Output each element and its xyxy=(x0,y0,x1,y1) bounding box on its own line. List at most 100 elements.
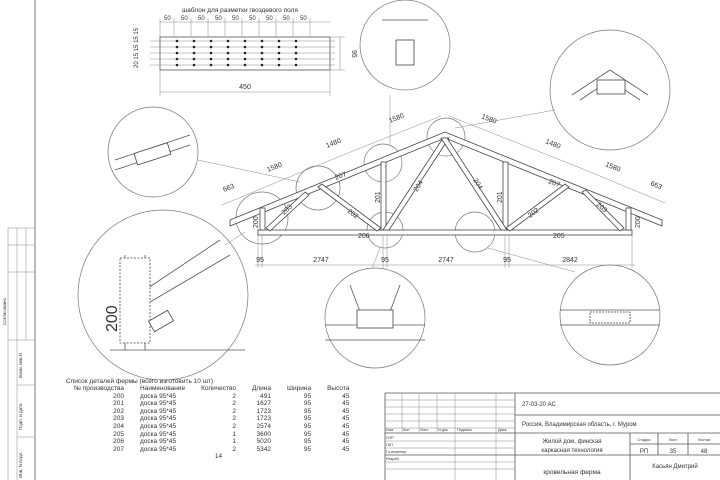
tb-project-2: каркасная технология xyxy=(541,448,602,454)
margin-label-replaced: Взам. инв.N xyxy=(18,353,23,378)
label-207-right: 207 xyxy=(547,178,561,189)
top-dim: 663 xyxy=(649,180,663,191)
table-cell: 3600 xyxy=(256,430,272,438)
table-cell: 201 xyxy=(113,400,125,408)
nail-mark xyxy=(175,51,179,55)
nail-mark xyxy=(192,63,196,67)
nail-mark xyxy=(192,45,196,49)
template-spacing: 50 xyxy=(266,16,273,22)
tb-code: 27-03-20 АС xyxy=(522,402,557,408)
nail-mark xyxy=(192,57,196,61)
template-spacing: 50 xyxy=(232,16,239,22)
nail-mark xyxy=(277,39,281,43)
col-header: Количество xyxy=(201,385,236,392)
table-cell: доска 95*45 xyxy=(140,438,177,446)
table-cell: 45 xyxy=(342,422,350,430)
label-206: 206 xyxy=(358,233,370,240)
template-title: шаблон для разметки гвоздевого поля xyxy=(182,6,298,14)
post-200-left xyxy=(259,207,266,231)
detail-label-200: 200 xyxy=(104,305,121,332)
table-cell: 95 xyxy=(303,392,312,400)
tb-sheet-label: Лист xyxy=(669,438,678,442)
bottom-dim: 95 xyxy=(256,257,264,264)
nail-mark xyxy=(243,63,247,67)
table-cell: 1627 xyxy=(256,400,272,408)
table-cell: 2 xyxy=(232,422,236,430)
table-cell: 491 xyxy=(260,392,272,400)
tb-role: Разраб. xyxy=(386,457,400,461)
template-spacing: 50 xyxy=(181,16,188,22)
bottom-dim: 2747 xyxy=(313,257,329,264)
nail-mark xyxy=(260,57,264,61)
table-cell: 5020 xyxy=(256,438,272,446)
table-cell: 2 xyxy=(232,415,236,423)
parts-header-row: № производства Наименование Количество Д… xyxy=(66,385,357,393)
nail-mark xyxy=(294,63,298,67)
table-cell: 45 xyxy=(342,445,350,453)
table-cell: 205 xyxy=(113,430,125,438)
label-200-right: 200 xyxy=(635,216,642,228)
post-200-right xyxy=(625,207,632,231)
template-length: 450 xyxy=(239,84,251,91)
top-dim: 1580 xyxy=(604,161,621,173)
nail-mark xyxy=(277,57,281,61)
table-cell: 95 xyxy=(303,407,312,415)
bottom-chord xyxy=(257,229,633,236)
table-cell: 1 xyxy=(232,430,236,438)
table-cell: доска 95*45 xyxy=(140,415,177,423)
template-spacing: 50 xyxy=(215,16,222,22)
table-cell: 1 xyxy=(232,438,236,446)
tb-sheets: 48 xyxy=(701,449,708,455)
template-spacing: 50 xyxy=(283,16,290,22)
table-cell: доска 95*45 xyxy=(140,430,177,438)
table-cell: 45 xyxy=(342,415,350,423)
table-cell: 95 xyxy=(303,422,312,430)
bottom-dim: 95 xyxy=(503,257,511,264)
template-left-dims: 20 15 15 15 15 xyxy=(134,27,140,68)
tb-col: N док xyxy=(438,428,448,432)
top-dim: 1480 xyxy=(325,137,342,149)
nail-mark xyxy=(277,51,281,55)
diag-203-right xyxy=(581,189,625,232)
parts-list-title: Список деталей фермы (всего изготовить 1… xyxy=(66,378,214,385)
table-cell: 203 xyxy=(113,415,125,423)
table-cell: 45 xyxy=(342,400,350,408)
nail-template: шаблон для разметки гвоздевого поля 50 50… xyxy=(134,6,357,96)
table-cell: 200 xyxy=(113,392,125,400)
nail-mark xyxy=(226,51,230,55)
table-cell: доска 95*45 xyxy=(140,422,177,430)
tb-col: Кол xyxy=(403,428,409,432)
tb-sheet: 35 xyxy=(670,449,677,455)
table-cell: 95 xyxy=(303,430,312,438)
top-dim: 663 xyxy=(222,183,236,194)
top-chord-207 xyxy=(229,131,663,227)
label-201-left: 201 xyxy=(375,191,382,203)
nail-mark xyxy=(294,51,298,55)
nail-mark xyxy=(209,51,213,55)
margin-label-sign-date: Подп. и дата xyxy=(18,403,23,430)
table-cell: доска 95*45 xyxy=(140,400,177,408)
col-header: Высота xyxy=(327,385,350,392)
nail-mark xyxy=(294,39,298,43)
label-200-left: 200 xyxy=(253,216,260,228)
nail-mark xyxy=(260,63,264,67)
nail-mark xyxy=(260,45,264,49)
nail-mark xyxy=(175,45,179,49)
tb-role: Гл.инженер xyxy=(386,450,406,454)
label-205: 205 xyxy=(553,233,565,240)
table-cell: 202 xyxy=(113,407,125,415)
margin-strip: Согласовано Взам. инв.N Подп. и дата Инв… xyxy=(2,227,35,480)
title-block: Изм Кол Лист N док Подпись Дата ГИП ГАП … xyxy=(384,392,720,480)
bottom-dim: 2842 xyxy=(562,257,578,264)
template-spacing: 50 xyxy=(198,16,205,22)
table-cell: 95 xyxy=(303,400,312,408)
col-header: Ширина xyxy=(287,385,312,392)
template-height: 95 xyxy=(350,50,357,58)
tb-location: Россия, Владимирская область, г. Муром xyxy=(522,422,637,428)
